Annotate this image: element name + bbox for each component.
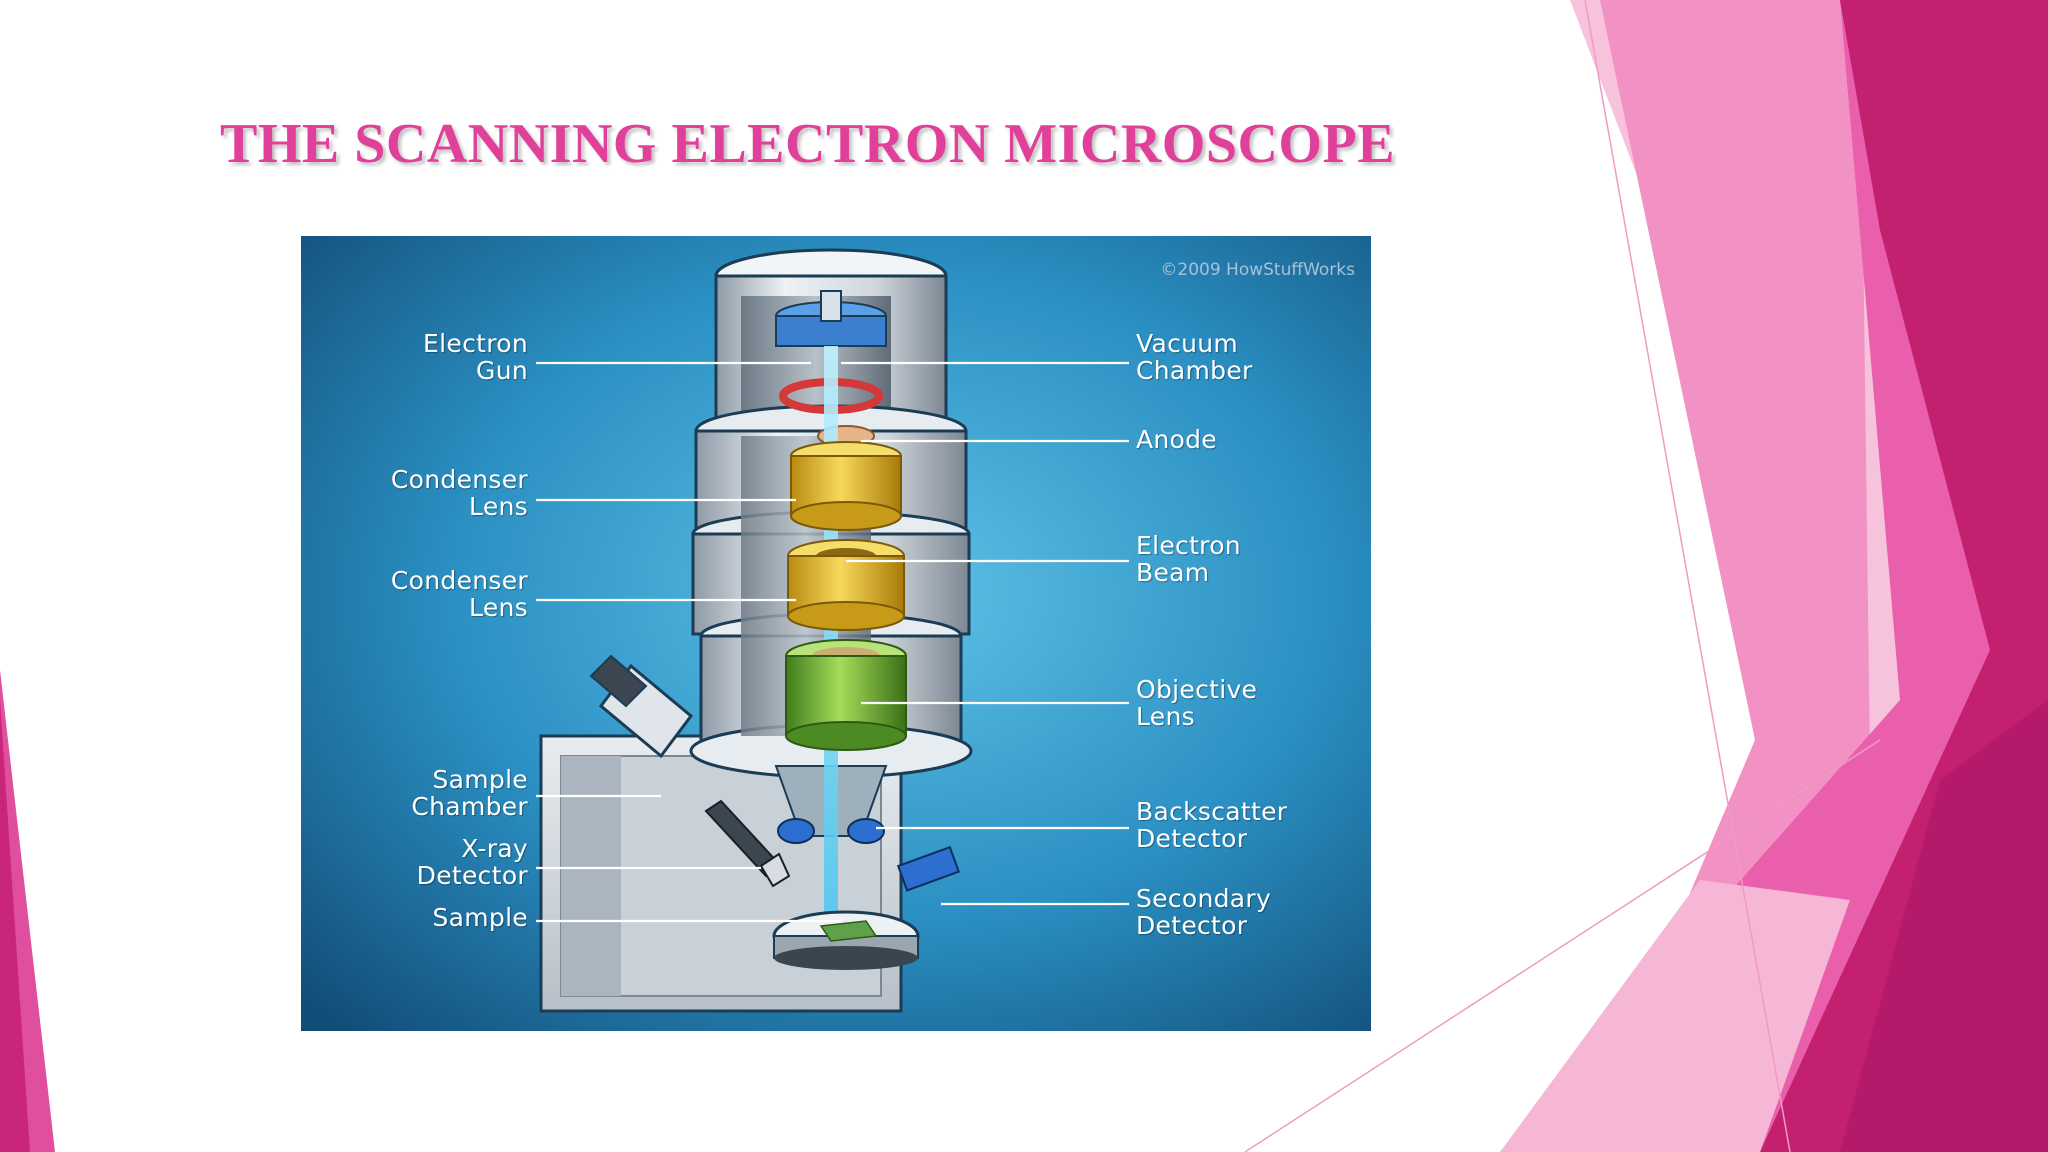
label-condenser-lens-2: Condenser Lens xyxy=(390,566,528,622)
label-anode: Anode xyxy=(1136,425,1217,454)
electron-gun-part xyxy=(775,290,887,347)
deco-line-2 xyxy=(1244,739,1881,1152)
sem-diagram: ©2009 HowStuffWorks Electron Gun Condens… xyxy=(301,236,1371,1031)
slide-title: THE SCANNING ELECTRON MICROSCOPE xyxy=(220,113,1396,175)
objective-lens-part xyxy=(785,639,907,751)
sample-stage-part xyxy=(772,910,920,970)
x-ray-port xyxy=(589,654,694,759)
label-sample-chamber: Sample Chamber xyxy=(411,765,528,821)
condenser-lens-1-part xyxy=(790,441,902,531)
label-backscatter-detector: Backscatter Detector xyxy=(1136,797,1288,853)
right-facet-darkest xyxy=(1840,700,2048,1152)
leader-lines xyxy=(536,361,1129,923)
label-electron-gun: Electron Gun xyxy=(423,329,528,385)
label-x-ray-detector: X-ray Detector xyxy=(416,834,528,890)
right-facet-bottom xyxy=(1500,880,1850,1152)
label-vacuum-chamber: Vacuum Chamber xyxy=(1136,329,1253,385)
left-facet-dark xyxy=(0,700,30,1152)
label-condenser-lens-1: Condenser Lens xyxy=(390,465,528,521)
backscatter-detector-part xyxy=(777,818,885,844)
label-objective-lens: Objective Lens xyxy=(1136,675,1258,731)
x-ray-detector-part xyxy=(704,799,791,888)
condenser-lens-2-part xyxy=(787,539,905,631)
label-sample: Sample xyxy=(432,903,528,932)
image-credit: ©2009 HowStuffWorks xyxy=(1160,260,1355,280)
label-secondary-detector: Secondary Detector xyxy=(1136,884,1272,940)
label-electron-beam: Electron Beam xyxy=(1136,531,1241,587)
deco-line-1 xyxy=(1584,0,1791,1152)
secondary-detector-part xyxy=(896,845,961,892)
sem-illustration xyxy=(301,236,1371,1031)
